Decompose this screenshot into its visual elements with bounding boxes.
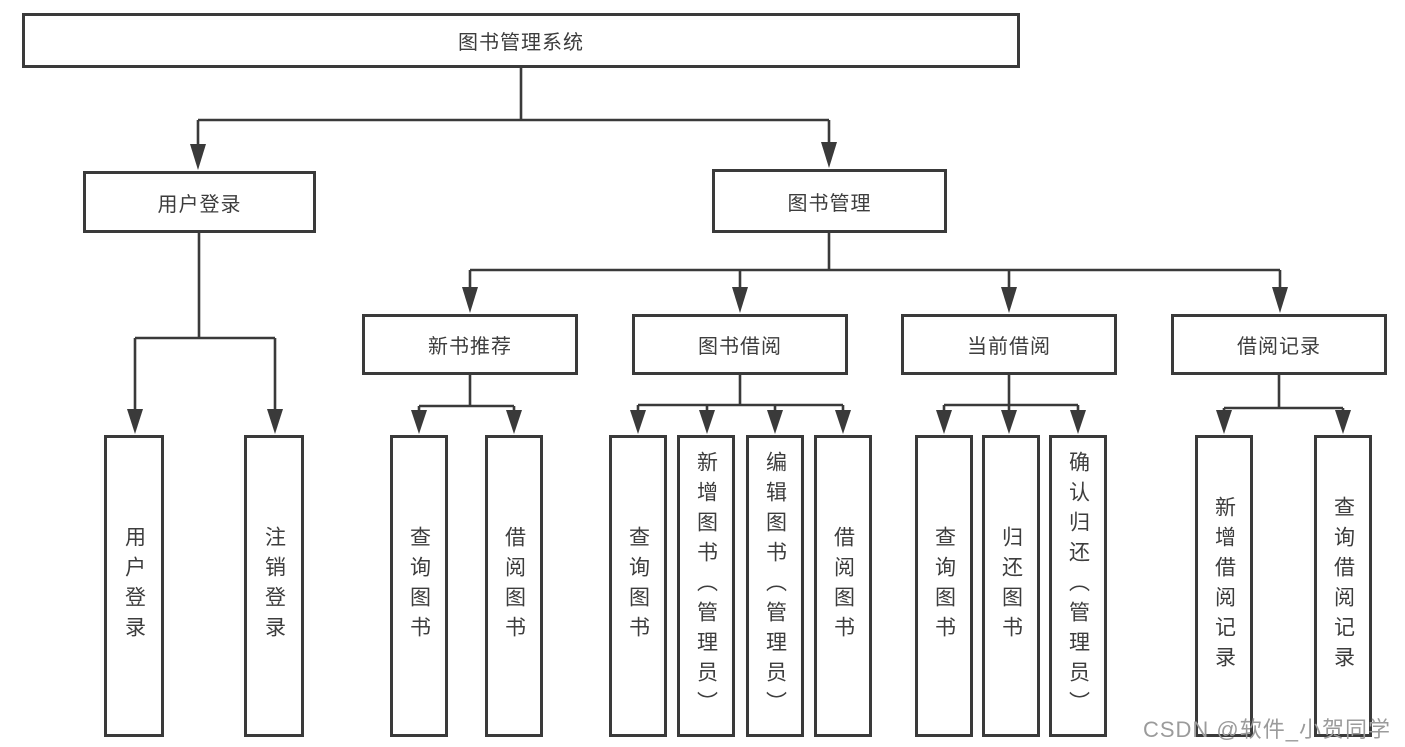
arrowhead-icon [699,410,715,434]
arrowhead-icon [936,410,952,434]
leaf-add-books-admin: 新增图书（管理员） [677,435,735,737]
arrowhead-icon [732,287,748,313]
node-label: 用户登录 [122,526,146,646]
leaf-query-books: 查询图书 [609,435,667,737]
node-label: 借阅记录 [1237,336,1321,358]
arrowhead-icon [1216,410,1232,434]
arrowhead-icon [1001,287,1017,313]
node-label: 查询图书 [626,526,650,646]
arrowhead-icon [267,409,283,434]
leaf-confirm-return-admin: 确认归还（管理员） [1049,435,1107,737]
arrowhead-icon [127,409,143,434]
node-book-management-branch: 图书管理 [712,169,947,233]
node-book-borrow: 图书借阅 [632,314,848,375]
node-user-login-branch: 用户登录 [83,171,316,233]
arrowhead-icon [835,410,851,434]
node-label: 新增借阅记录 [1212,496,1236,676]
leaf-user-login: 用户登录 [104,435,164,737]
arrowhead-icon [767,410,783,434]
node-label: 借阅图书 [831,526,855,646]
node-label: 注销登录 [262,526,286,646]
leaf-edit-books-admin: 编辑图书（管理员） [746,435,804,737]
node-label: 编辑图书（管理员） [763,451,787,721]
arrowhead-icon [1335,410,1351,434]
arrowhead-icon [190,144,206,170]
csdn-watermark: CSDN @软件_小贺同学 [1142,717,1391,742]
node-label: 图书管理 [787,192,872,215]
node-borrow-records: 借阅记录 [1171,314,1387,375]
arrowhead-icon [506,410,522,434]
leaf-borrow-books: 借阅图书 [814,435,872,737]
arrowhead-icon [1070,410,1086,434]
leaf-logout: 注销登录 [244,435,304,737]
leaf-query-books: 查询图书 [915,435,973,737]
node-label: 图书管理系统 [458,32,584,54]
node-label: 新书推荐 [428,336,512,358]
node-label: 当前借阅 [967,336,1051,358]
arrowhead-icon [821,142,837,168]
arrowhead-icon [1001,410,1017,434]
node-root-system: 图书管理系统 [22,13,1020,68]
arrowhead-group [127,142,1351,434]
node-label: 用户登录 [157,193,242,216]
arrowhead-icon [411,410,427,434]
node-label: 借阅图书 [502,526,526,646]
leaf-add-borrow-record: 新增借阅记录 [1195,435,1253,737]
node-label: 图书借阅 [698,336,782,358]
node-current-borrow: 当前借阅 [901,314,1117,375]
arrowhead-icon [1272,287,1288,313]
node-label: 查询图书 [932,526,956,646]
arrowhead-icon [462,287,478,313]
leaf-query-books: 查询图书 [390,435,448,737]
node-label: 归还图书 [999,526,1023,646]
node-label: 确认归还（管理员） [1066,451,1090,721]
arrowhead-icon [630,410,646,434]
leaf-borrow-books: 借阅图书 [485,435,543,737]
node-label: 查询图书 [407,526,431,646]
leaf-query-borrow-record: 查询借阅记录 [1314,435,1372,737]
node-label: 查询借阅记录 [1331,496,1355,676]
node-new-book-recommend: 新书推荐 [362,314,578,375]
node-label: 新增图书（管理员） [694,451,718,721]
leaf-return-books: 归还图书 [982,435,1040,737]
